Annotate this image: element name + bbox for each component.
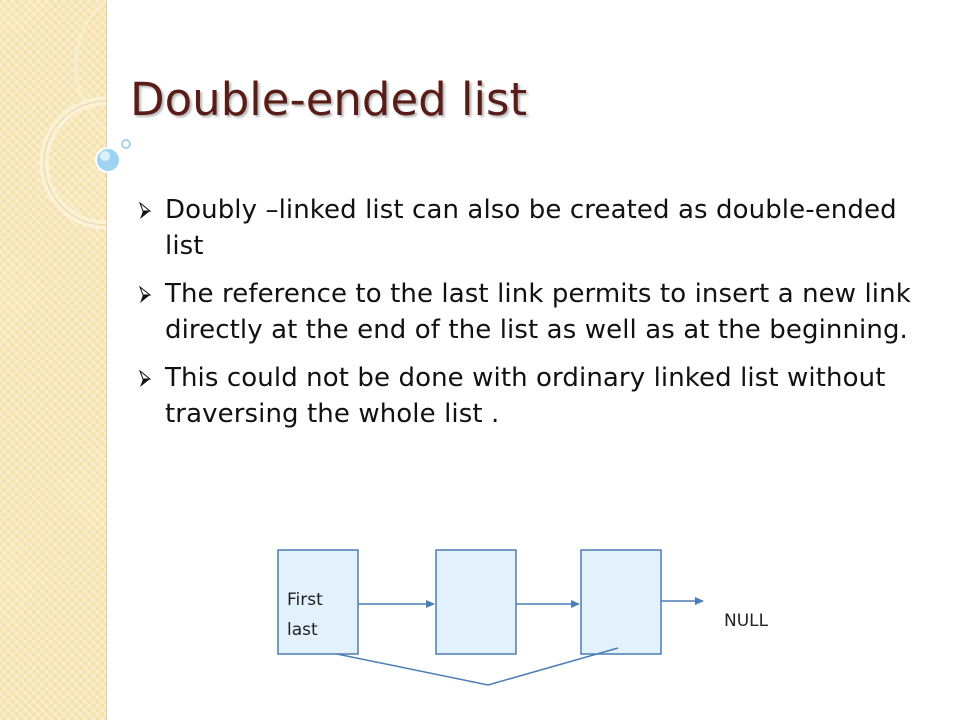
bullet-text: Doubly –linked list can also be created … — [165, 195, 897, 261]
bullet-item: The reference to the last link permits t… — [138, 276, 940, 348]
null-label: NULL — [724, 611, 769, 631]
decorative-side-panel — [0, 0, 107, 720]
arrowhead-bullet-icon — [138, 285, 152, 303]
arrowhead-bullet-icon — [138, 369, 152, 387]
first-last-reference-lines — [336, 647, 619, 686]
bullet-item: This could not be done with ordinary lin… — [138, 360, 940, 432]
bullet-list: Doubly –linked list can also be created … — [138, 192, 940, 444]
last-label: last — [287, 620, 318, 640]
first-label: First — [287, 590, 323, 610]
arrowhead-bullet-icon — [138, 201, 152, 219]
bullet-text: The reference to the last link permits t… — [165, 279, 911, 345]
list-node-last — [580, 549, 662, 655]
list-node-middle — [435, 549, 517, 655]
slide-title: Double-ended list — [130, 73, 528, 126]
bullet-item: Doubly –linked list can also be created … — [138, 192, 940, 264]
bullet-text: This could not be done with ordinary lin… — [165, 363, 886, 429]
